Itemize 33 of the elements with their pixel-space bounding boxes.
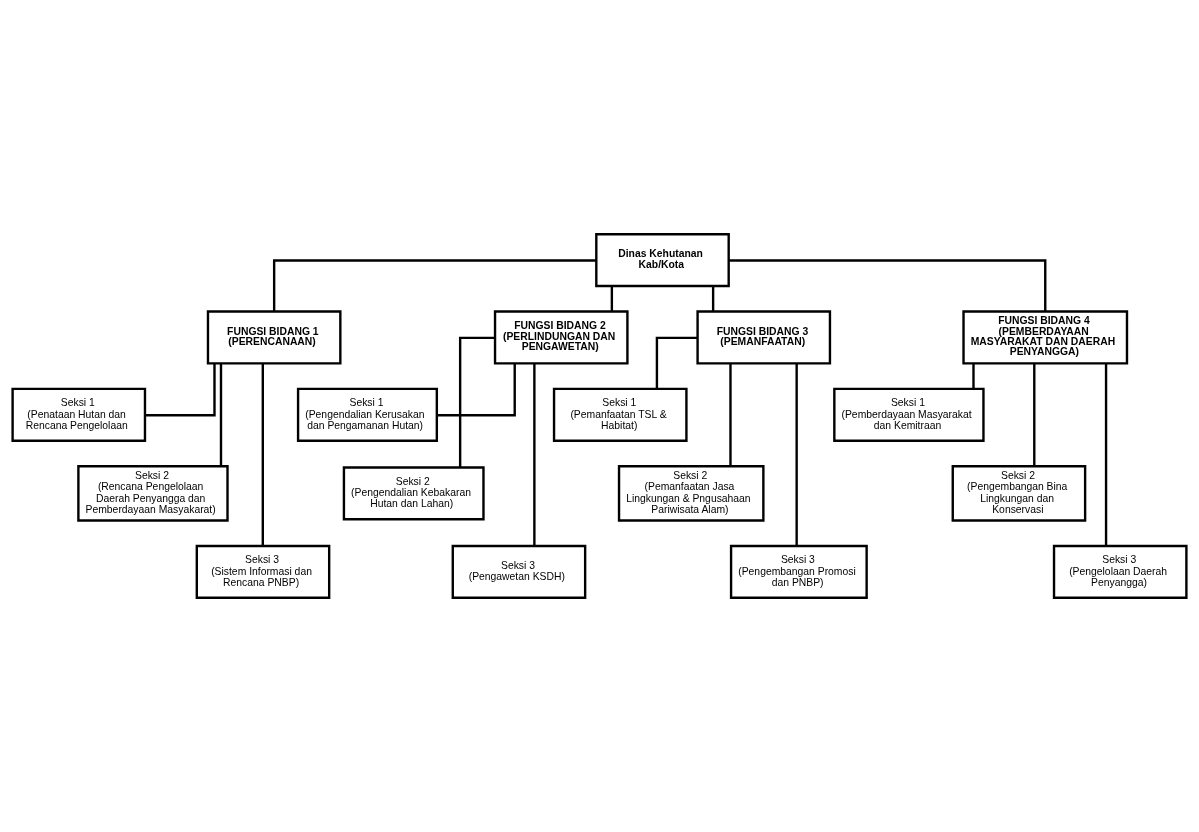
connector: [1104, 363, 1108, 546]
node-box: Seksi 3 (Sistem Informasi dan Rencana PNBP): [195, 544, 331, 599]
connector: [610, 286, 614, 312]
node-box: FUNGSI BIDANG 4 (PEMBERDAYAAN MASYARAKAT DAN DAERAH PENYANGGA): [962, 310, 1129, 365]
node-box: Seksi 1 (Pengendalian Kerusakan dan Pengamanan Hutan): [296, 387, 439, 442]
node-box: FUNGSI BIDANG 3 (PEMANFAATAN): [696, 310, 832, 365]
node-box: FUNGSI BIDANG 1 (PERENCANAAN): [206, 310, 342, 365]
connector: [1033, 363, 1036, 467]
node-box: Dinas Kehutanan Kab/Kota: [595, 233, 730, 288]
connector: [711, 286, 715, 312]
connector: [655, 336, 698, 389]
connector: [145, 363, 216, 417]
connector: [533, 363, 536, 546]
node-box: Seksi 1 (Pemberdayaan Masyarakat dan Kemitraan: [833, 387, 985, 442]
node-box: Seksi 3 (Pengembangan Promosi dan PNBP): [729, 544, 868, 599]
connector: [437, 363, 516, 417]
node-box: Seksi 2 (Pengendalian Kebakaran Hutan dan Lahan): [342, 466, 485, 521]
node-box: Seksi 2 (Rencana Pengelolaan Daerah Penyangga dan Pemberdayaan Masyakarat): [77, 465, 229, 522]
connector: [261, 363, 264, 546]
node-box: Seksi 2 (Pemanfaatan Jasa Lingkungan & Pngusahaan Pariwisata Alam): [617, 465, 765, 522]
node-box: Seksi 3 (Pengawetan KSDH): [451, 544, 587, 599]
connector: [729, 363, 732, 467]
node-box: Seksi 3 (Pengelolaan Daerah Penyangga): [1052, 544, 1188, 599]
node-box: Seksi 2 (Pengembangan Bina Lingkungan dan Konservasi: [951, 465, 1087, 522]
connector: [795, 363, 798, 546]
connector: [219, 363, 223, 467]
node-box: Seksi 1 (Penataan Hutan dan Rencana Pengelolaan: [11, 387, 147, 442]
connector: [728, 259, 1047, 312]
connector: [272, 259, 597, 312]
connector: [458, 336, 496, 468]
connector: [972, 363, 975, 389]
node-box: FUNGSI BIDANG 2 (PERLINDUNGAN DAN PENGAWETAN): [493, 310, 629, 365]
node-box: Seksi 1 (Pemanfaatan TSL & Habitat): [552, 387, 688, 442]
